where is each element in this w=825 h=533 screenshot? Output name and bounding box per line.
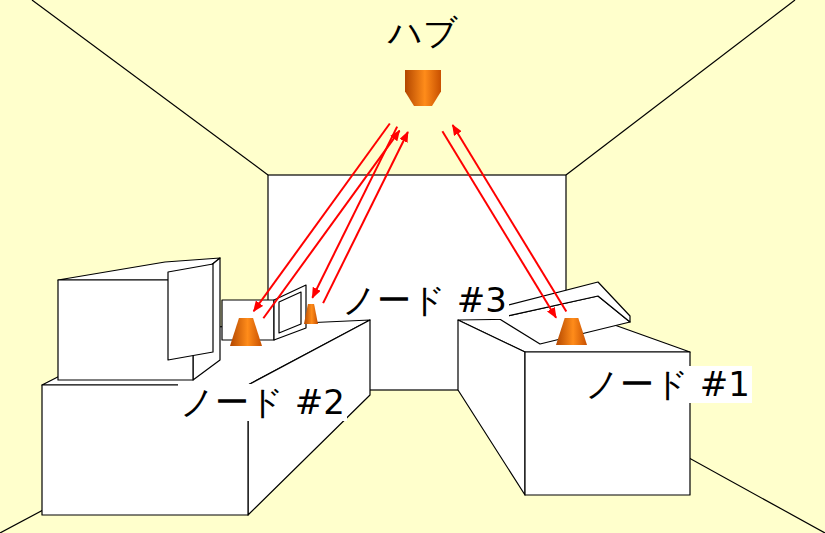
node-label: ハブ [386, 14, 460, 51]
crt-monitor [58, 258, 220, 380]
cone-outline [304, 304, 318, 324]
node-label: ノード #3 [340, 282, 509, 319]
node-label: ノード #2 [178, 384, 347, 421]
cone-outline [556, 318, 587, 345]
cone-outline [230, 318, 262, 346]
hub-outline [405, 70, 441, 106]
right-desk [458, 318, 690, 495]
laptop [498, 282, 630, 344]
cone-shape [230, 318, 262, 346]
cone-shape [304, 304, 318, 324]
node-label: ノード #1 [583, 366, 752, 403]
cone-shape [556, 318, 587, 345]
sensor-node: ノード #3 [304, 304, 318, 324]
hub-shape [405, 70, 441, 106]
sensor-node: ノード #1 [556, 318, 587, 345]
hub-device: ハブ [405, 70, 441, 106]
sensor-node: ノード #2 [230, 318, 262, 346]
